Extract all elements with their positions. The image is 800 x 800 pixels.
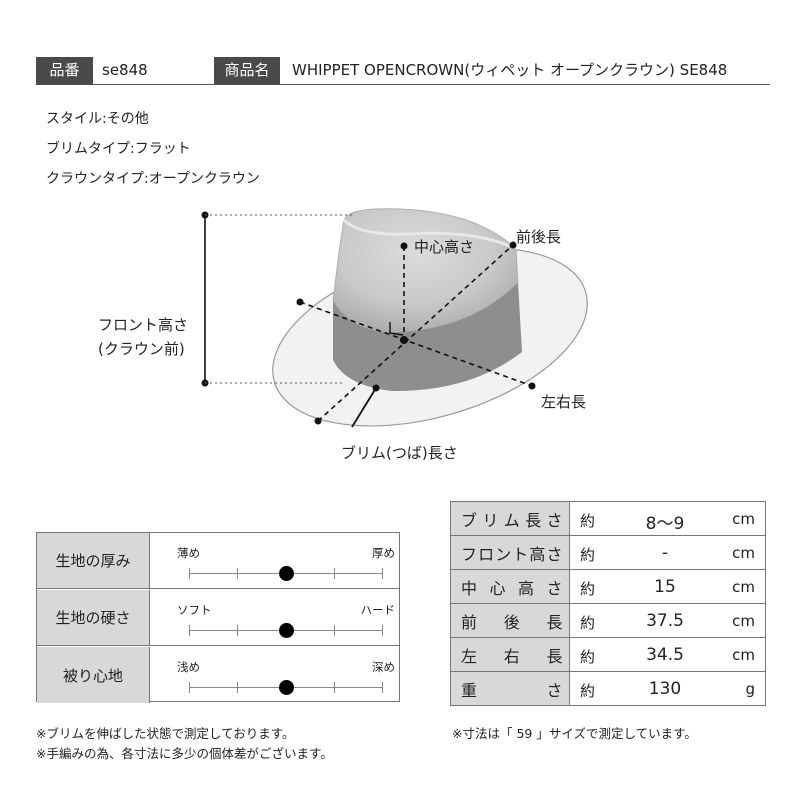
feel-scale-max-label: 厚め [372, 546, 395, 560]
note-size: ※寸法は「 59 」サイズで測定しています。 [452, 726, 697, 741]
measurement-unit: g [745, 680, 755, 698]
feel-row: 被り心地 浅め 深め [37, 647, 399, 703]
left-right-start-point [296, 298, 304, 306]
measurement-unit: cm [732, 646, 755, 664]
feel-level-marker [278, 566, 294, 581]
feel-scale [189, 680, 383, 695]
feel-scale [189, 623, 383, 638]
measurement-value: - [661, 543, 669, 563]
brim-length-line [351, 387, 377, 428]
measurement-value-cell: 約 8〜9 cm [569, 501, 766, 536]
feel-scale-tick [333, 682, 335, 693]
label-front-height-sub: (クラウン前) [98, 340, 185, 358]
note-handmade: ※手編みの為、各寸法に多少の個体差がございます。 [36, 746, 333, 761]
measurement-value-cell: 約 130 g [569, 671, 766, 706]
label-center-height: 中心高さ [414, 238, 475, 256]
measurement-value: 130 [648, 679, 682, 699]
front-back-start-point [314, 417, 322, 425]
feel-row: 生地の厚み 薄め 厚め [37, 533, 399, 589]
label-front-back-length: 前後長 [516, 228, 562, 246]
measurement-label: フロント高さ [450, 535, 570, 570]
measurement-label: 重さ [450, 671, 570, 706]
feel-row-label: 生地の硬さ [37, 590, 150, 645]
hat-measurement-diagram: フロント高さ (クラウン前) 中心高さ 前後長 左右長 ブリム(つば)長さ [0, 190, 800, 480]
feel-scale-tick [382, 625, 383, 636]
spec-crown-type: クラウンタイプ:オープンクラウン [46, 171, 260, 187]
feel-scale [189, 566, 383, 581]
measurement-label: ブリム長さ [450, 501, 570, 536]
item-number-tag: 品番 [36, 57, 93, 84]
feel-scale-tick [189, 625, 190, 636]
feel-row: 生地の硬さ ソフト ハード [37, 590, 399, 646]
measurement-value-cell: 約 34.5 cm [569, 637, 766, 672]
measurement-value: 15 [654, 577, 676, 597]
measurement-value: 37.5 [646, 611, 684, 631]
left-right-end-point [528, 382, 536, 390]
label-brim-length: ブリム(つば)長さ [341, 444, 458, 462]
front-back-end-point [509, 241, 517, 249]
measurement-value-cell: 約 37.5 cm [569, 603, 766, 638]
feel-scale-max-label: ハード [360, 603, 396, 617]
feel-scale-min-label: ソフト [177, 603, 212, 617]
item-number-value: se848 [102, 61, 148, 79]
measurement-prefix: 約 [580, 512, 596, 530]
spec-style: スタイル:その他 [46, 111, 149, 127]
measurement-label: 左右長 [450, 637, 570, 672]
feel-scale-tick [237, 568, 239, 579]
measurement-value: 8〜9 [645, 514, 685, 534]
feel-scale-min-label: 薄め [177, 546, 200, 560]
feel-scale-tick [237, 682, 239, 693]
feel-level-marker [278, 623, 294, 638]
label-left-right-length: 左右長 [541, 393, 587, 411]
measurement-prefix: 約 [580, 580, 596, 598]
measurement-unit: cm [732, 612, 755, 630]
note-brim-measure: ※ブリムを伸ばした状態で測定しております。 [36, 726, 295, 741]
measurement-row: フロント高さ約 - cm [450, 535, 766, 570]
measurement-label: 前後長 [450, 603, 570, 638]
measurement-row: 中心高さ約 15 cm [450, 569, 766, 604]
measurement-prefix: 約 [580, 682, 596, 700]
right-angle-mark [389, 322, 404, 336]
feel-scale-tick [333, 568, 335, 579]
spec-brim-type: ブリムタイプ:フラット [46, 141, 191, 157]
measurement-unit: cm [732, 544, 755, 562]
header-divider [36, 84, 770, 85]
measurement-value-cell: 約 15 cm [569, 569, 766, 604]
feel-row-label: 生地の厚み [37, 533, 150, 588]
feel-level-marker [278, 680, 294, 695]
feel-scale-max-label: 深め [372, 660, 395, 674]
brim-length-point [372, 384, 380, 392]
feel-scale-tick [333, 625, 335, 636]
measurement-prefix: 約 [580, 546, 596, 564]
fabric-feel-table: 生地の厚み 薄め 厚め生地の硬さ ソフト ハード被り心地 浅め 深め [36, 532, 400, 703]
label-front-height: フロント高さ [98, 316, 189, 334]
measurement-unit: cm [732, 578, 755, 596]
front-back-line [317, 244, 514, 422]
product-name-value: WHIPPET OPENCROWN(ウィペット オープンクラウン) SE848 [292, 61, 728, 79]
feel-scale-tick [189, 682, 190, 693]
hat-illustration [201, 208, 588, 428]
feel-scale-min-label: 浅め [177, 660, 200, 674]
measurement-row: 重さ約 130 g [450, 671, 766, 706]
measurement-row: 左右長約 34.5 cm [450, 637, 766, 672]
measurement-unit: cm [732, 510, 755, 528]
product-name-tag: 商品名 [214, 57, 280, 84]
measurement-value: 34.5 [646, 645, 684, 665]
center-height-top-point [400, 242, 408, 250]
feel-row-label: 被り心地 [37, 647, 150, 703]
measurement-label: 中心高さ [450, 569, 570, 604]
feel-scale-tick [382, 568, 383, 579]
feel-scale-tick [237, 625, 239, 636]
measurement-prefix: 約 [580, 614, 596, 632]
hat-crown-top [342, 218, 511, 248]
measurement-row: ブリム長さ約 8〜9 cm [450, 501, 766, 536]
feel-scale-tick [189, 568, 190, 579]
measurement-value-cell: 約 - cm [569, 535, 766, 570]
measurement-row: 前後長約 37.5 cm [450, 603, 766, 638]
measurement-prefix: 約 [580, 648, 596, 666]
feel-scale-tick [382, 682, 383, 693]
